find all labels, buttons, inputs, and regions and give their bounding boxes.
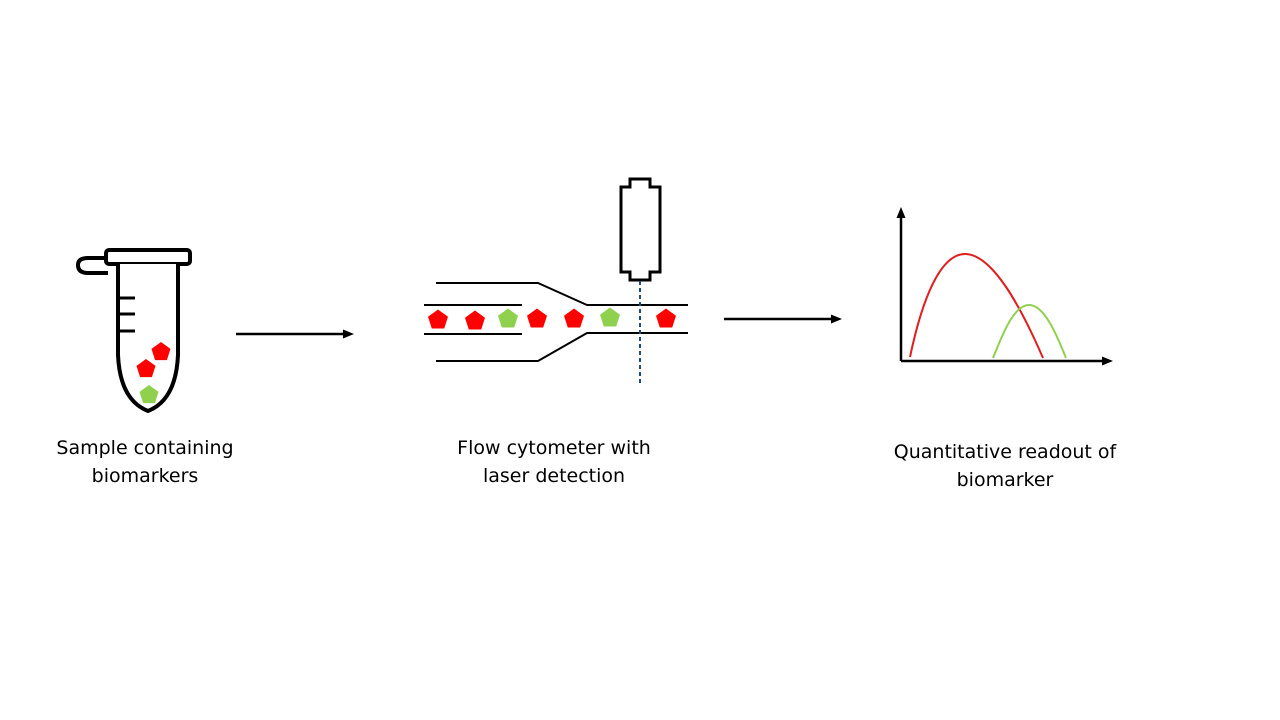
green-biomarker-pentagon-icon [139, 385, 159, 404]
stream-biomarkers [428, 307, 676, 330]
red-biomarker-pentagon-icon [564, 308, 584, 328]
flow-cytometer-caption: Flow cytometer with laser detection [457, 437, 651, 487]
readout-axes [896, 207, 1113, 366]
red-biomarker-pentagon-icon [428, 309, 448, 329]
red-biomarker-pentagon-icon [136, 359, 156, 378]
green-biomarker-pentagon-icon [600, 307, 620, 327]
sample-tube-icon [76, 248, 192, 413]
laser-detector-icon [619, 177, 662, 282]
red-biomarker-pentagon-icon [527, 308, 547, 328]
red-biomarker-pentagon-icon [465, 310, 485, 330]
arrow-sample-to-flow [236, 329, 354, 339]
sample-caption: Sample containing biomarkers [56, 437, 234, 487]
red-biomarker-curve [909, 252, 1044, 359]
tube-biomarkers [136, 342, 171, 404]
flow-channel [424, 282, 688, 362]
green-biomarker-curve [992, 303, 1067, 359]
arrow-flow-to-readout [724, 314, 842, 324]
red-biomarker-pentagon-icon [151, 342, 171, 361]
readout-caption: Quantitative readout of biomarker [893, 441, 1117, 491]
red-biomarker-pentagon-icon [656, 308, 676, 328]
green-biomarker-pentagon-icon [498, 308, 518, 328]
